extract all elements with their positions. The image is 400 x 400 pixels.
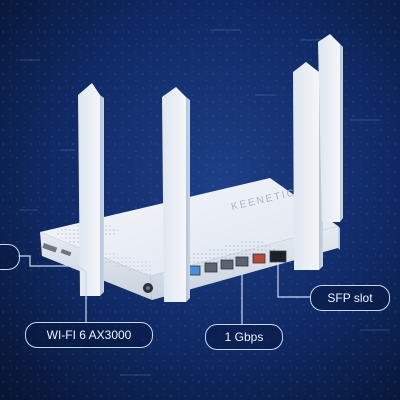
callout-lines — [18, 255, 310, 324]
antenna-center — [162, 87, 190, 302]
background-streaks — [20, 29, 390, 376]
antenna-right-front — [293, 62, 323, 270]
antenna-left — [78, 83, 104, 296]
ethernet-speed-label: 1 Gbps — [205, 324, 283, 350]
antenna-right-back — [318, 34, 343, 222]
usb-callout-pill — [0, 244, 20, 270]
sfp-slot-label: SFP slot — [310, 285, 390, 311]
wifi-label: WI-FI 6 AX3000 — [25, 322, 153, 348]
